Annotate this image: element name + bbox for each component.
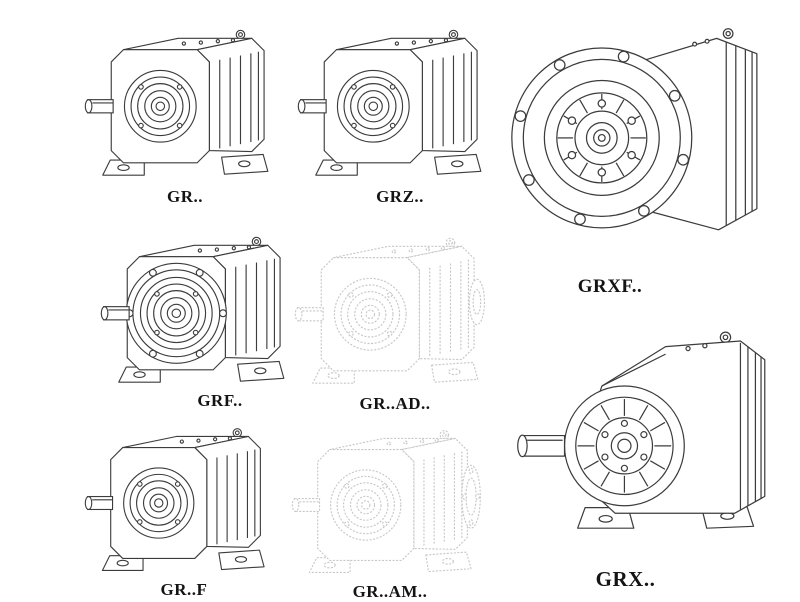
grz-gearbox-drawing [295,6,495,182]
gr-am-gearbox-drawing [288,408,486,578]
model-label-gr-am: GR..AM.. [352,582,428,601]
gr-f-gearbox-drawing [80,406,280,576]
figure-gr [82,6,282,182]
figure-grz [295,6,495,182]
grf-gearbox-drawing [98,214,298,388]
gr-gearbox-drawing [82,6,282,182]
model-label-grx: GRX.. [595,567,656,591]
model-label-grxf: GRXF.. [577,276,643,297]
model-label-gr: GR.. [167,187,203,206]
grx-gearbox-drawing [517,331,766,529]
model-label-gr-ad: GR..AD.. [359,394,431,413]
figure-grf [98,214,298,388]
figure-gr-ad [292,214,492,390]
figure-grxf [497,2,787,270]
figure-gr-f [80,406,280,576]
gr-ad-gearbox-drawing [292,214,492,390]
figure-gr-am [288,408,486,578]
model-label-gr-f: GR..F [160,580,208,599]
model-label-grf: GRF.. [197,391,243,410]
grxf-gearbox-drawing [511,28,758,231]
figure-grx [500,298,790,560]
model-label-grz: GRZ.. [376,187,424,206]
